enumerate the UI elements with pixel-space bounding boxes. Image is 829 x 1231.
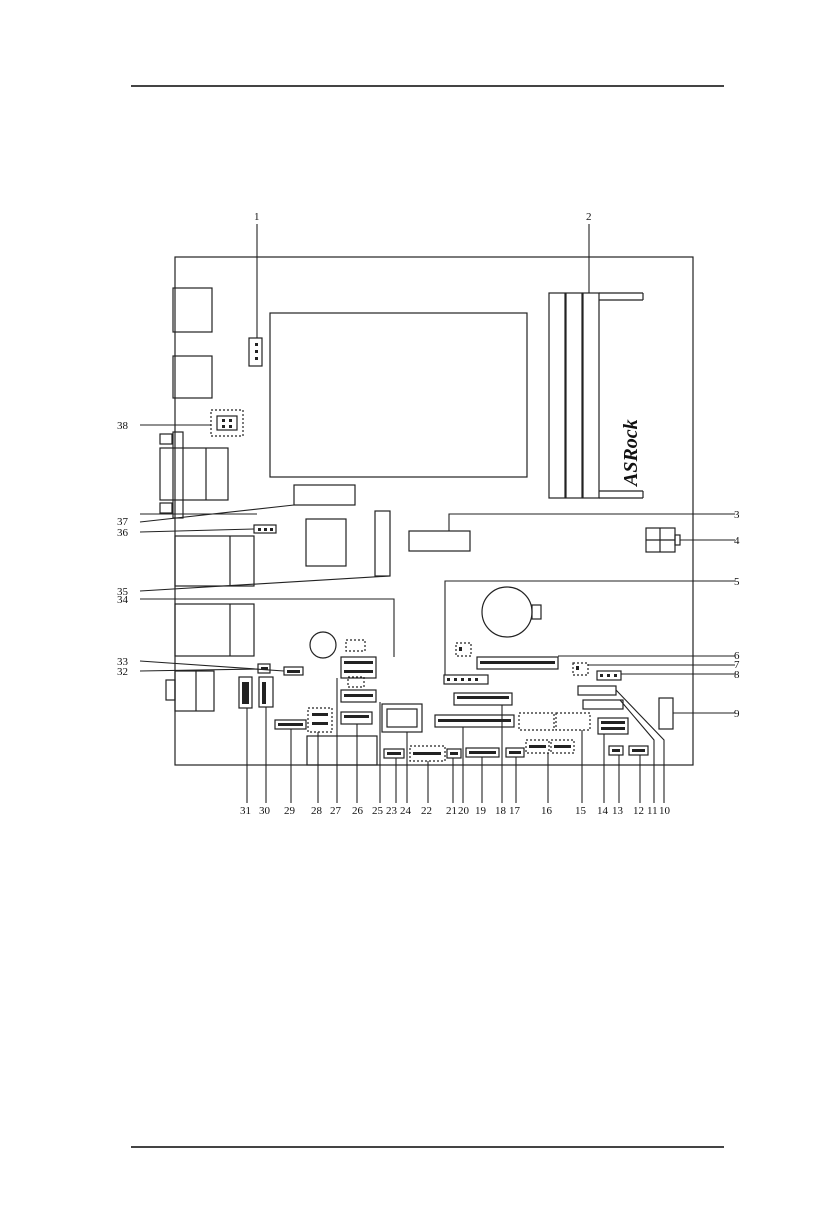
callout-16: 16 <box>541 805 553 817</box>
dimm-slot-3 <box>583 293 599 498</box>
jumper-28 <box>308 708 332 732</box>
callout-23: 23 <box>386 805 398 817</box>
dimm-slot-2 <box>566 293 582 498</box>
callout-36: 36 <box>117 527 129 539</box>
callout-28: 28 <box>311 805 323 817</box>
header-27 <box>341 657 376 678</box>
callout-31: 31 <box>240 805 251 817</box>
callout-11: 11 <box>647 805 658 817</box>
header-5 <box>444 675 488 684</box>
usb-lan-port-1 <box>175 536 254 586</box>
callout-34: 34 <box>117 594 129 606</box>
callout-19: 19 <box>475 805 487 817</box>
dimm-slot-1 <box>549 293 565 498</box>
callout-2: 2 <box>586 211 592 223</box>
jumper-27a <box>346 640 365 651</box>
sata-10 <box>583 700 623 709</box>
callout-30: 30 <box>259 805 271 817</box>
callout-14: 14 <box>597 805 609 817</box>
callout-32: 32 <box>117 666 128 678</box>
callout-9: 9 <box>734 708 740 720</box>
usb-header-15b <box>556 713 590 730</box>
callout-17: 17 <box>509 805 521 817</box>
chip-37 <box>294 485 355 505</box>
callout-12: 12 <box>633 805 644 817</box>
buzzer <box>310 632 336 658</box>
callout-25: 25 <box>372 805 384 817</box>
callout-29: 29 <box>284 805 296 817</box>
chip-3 <box>409 531 470 551</box>
callout-20: 20 <box>458 805 470 817</box>
callout-3: 3 <box>734 509 740 521</box>
usb-header-15a <box>519 713 554 730</box>
callout-26: 26 <box>352 805 364 817</box>
callout-18: 18 <box>495 805 507 817</box>
fan-header-9 <box>659 698 673 729</box>
callout-5: 5 <box>734 576 740 588</box>
callout-27: 27 <box>330 805 342 817</box>
connector-23 <box>382 704 422 732</box>
vga-connector <box>160 448 228 500</box>
callout-38: 38 <box>117 420 129 432</box>
audio-jack <box>175 671 214 711</box>
callout-15: 15 <box>575 805 587 817</box>
callout-24: 24 <box>400 805 412 817</box>
chipset <box>306 519 346 566</box>
sata-11 <box>578 686 616 695</box>
brand-logo-text: ASRock <box>620 419 642 488</box>
board-outline <box>175 257 693 765</box>
usb-lan-port-2 <box>175 604 254 656</box>
callout-22: 22 <box>421 805 432 817</box>
slot-35 <box>375 511 390 576</box>
io-port-top <box>173 288 212 332</box>
jumper-7 <box>573 663 588 675</box>
header-38 <box>211 410 243 436</box>
callout-10: 10 <box>659 805 671 817</box>
callout-4: 4 <box>734 535 740 547</box>
header-14 <box>598 718 628 734</box>
io-port-2 <box>173 356 212 398</box>
cmos-battery <box>482 587 532 637</box>
callout-21: 21 <box>446 805 457 817</box>
callout-1: 1 <box>254 211 260 223</box>
jumper-near-6 <box>456 643 471 656</box>
callout-8: 8 <box>734 669 740 681</box>
cpu-heatsink-area <box>270 313 527 477</box>
callout-13: 13 <box>612 805 624 817</box>
